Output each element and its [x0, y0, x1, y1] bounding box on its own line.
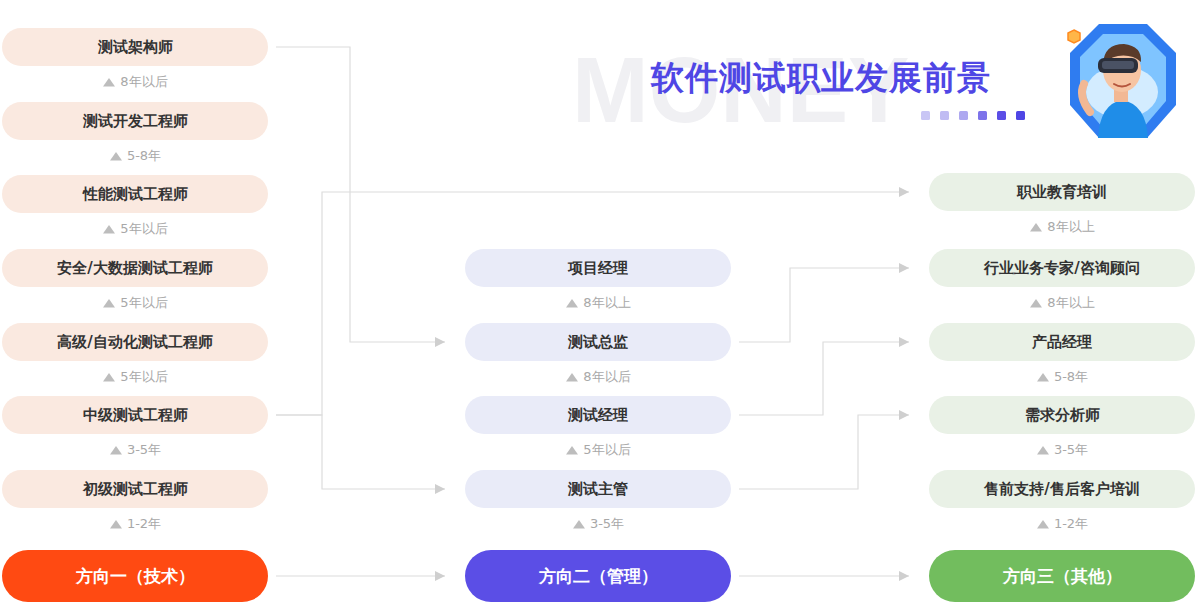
- career-pill: 行业业务专家/咨询顾问8年以上: [929, 249, 1195, 287]
- years-note: 8年以上: [929, 294, 1195, 312]
- role-label: 测试开发工程师: [83, 112, 188, 131]
- triangle-icon: [109, 445, 123, 455]
- years-note: 5年以后: [465, 441, 731, 459]
- triangle-icon: [102, 298, 116, 308]
- career-arrow: [739, 575, 909, 576]
- years-text: 5年以后: [120, 368, 167, 386]
- years-note: 8年以上: [465, 294, 731, 312]
- triangle-icon: [1036, 372, 1050, 382]
- triangle-icon: [1036, 445, 1050, 455]
- triangle-icon: [565, 298, 579, 308]
- career-pill: 测试总监8年以后: [465, 323, 731, 361]
- direction-pill: 方向二（管理）: [465, 550, 731, 602]
- years-note: 3-5年: [465, 515, 731, 533]
- career-pill: 产品经理5-8年: [929, 323, 1195, 361]
- role-label: 售前支持/售后客户培训: [984, 480, 1139, 499]
- role-label: 产品经理: [1032, 333, 1092, 352]
- role-label: 中级测试工程师: [83, 406, 188, 425]
- career-pill: 初级测试工程师1-2年: [2, 470, 268, 508]
- triangle-icon: [1029, 222, 1043, 232]
- direction-pill: 方向三（其他）: [929, 550, 1195, 602]
- years-note: 5年以后: [2, 294, 268, 312]
- triangle-icon: [109, 151, 123, 161]
- career-pill: 需求分析师3-5年: [929, 396, 1195, 434]
- years-text: 8年以后: [120, 73, 167, 91]
- years-note: 3-5年: [2, 441, 268, 459]
- triangle-icon: [1036, 519, 1050, 529]
- years-note: 5-8年: [2, 147, 268, 165]
- career-arrow: [739, 268, 909, 342]
- triangle-icon: [565, 445, 579, 455]
- career-pill: 项目经理8年以上: [465, 249, 731, 287]
- role-label: 测试总监: [568, 333, 628, 352]
- direction-label: 方向一（技术）: [76, 565, 195, 588]
- diagram-title: 软件测试职业发展前景: [651, 56, 991, 101]
- career-pill: 安全/大数据测试工程师5年以后: [2, 249, 268, 287]
- career-arrow: [276, 192, 909, 415]
- years-note: 3-5年: [929, 441, 1195, 459]
- vr-person-illustration: [1068, 24, 1176, 138]
- triangle-icon: [572, 519, 586, 529]
- career-pill: 售前支持/售后客户培训1-2年: [929, 470, 1195, 508]
- years-note: 8年以后: [2, 73, 268, 91]
- triangle-icon: [102, 372, 116, 382]
- years-note: 8年以上: [929, 218, 1195, 236]
- role-label: 测试主管: [568, 480, 628, 499]
- career-pill: 性能测试工程师5年以后: [2, 175, 268, 213]
- role-label: 行业业务专家/咨询顾问: [984, 259, 1139, 278]
- career-pill: 高级/自动化测试工程师5年以后: [2, 323, 268, 361]
- years-text: 3-5年: [590, 515, 624, 533]
- years-note: 5年以后: [2, 368, 268, 386]
- triangle-icon: [1029, 298, 1043, 308]
- role-label: 测试经理: [568, 406, 628, 425]
- years-note: 5年以后: [2, 220, 268, 238]
- triangle-icon: [102, 77, 116, 87]
- years-text: 5年以后: [120, 294, 167, 312]
- career-arrow: [276, 575, 445, 576]
- role-label: 性能测试工程师: [83, 185, 188, 204]
- role-label: 职业教育培训: [1017, 183, 1107, 202]
- role-label: 安全/大数据测试工程师: [57, 259, 212, 278]
- years-text: 5年以后: [120, 220, 167, 238]
- years-text: 1-2年: [127, 515, 161, 533]
- career-arrow: [276, 415, 445, 489]
- role-label: 初级测试工程师: [83, 480, 188, 499]
- years-note: 1-2年: [2, 515, 268, 533]
- years-text: 5-8年: [127, 147, 161, 165]
- career-pill: 测试主管3-5年: [465, 470, 731, 508]
- career-pill: 测试架构师8年以后: [2, 28, 268, 66]
- direction-pill: 方向一（技术）: [2, 550, 268, 602]
- career-pill: 中级测试工程师3-5年: [2, 396, 268, 434]
- career-arrow: [739, 415, 909, 489]
- career-pill: 测试经理5年以后: [465, 396, 731, 434]
- years-note: 8年以后: [465, 368, 731, 386]
- triangle-icon: [109, 519, 123, 529]
- role-label: 高级/自动化测试工程师: [57, 333, 212, 352]
- role-label: 测试架构师: [98, 38, 173, 57]
- triangle-icon: [565, 372, 579, 382]
- years-text: 8年以后: [583, 368, 630, 386]
- years-text: 5-8年: [1054, 368, 1088, 386]
- years-text: 3-5年: [127, 441, 161, 459]
- years-text: 8年以上: [1047, 218, 1094, 236]
- years-text: 3-5年: [1054, 441, 1088, 459]
- years-text: 8年以上: [583, 294, 630, 312]
- years-text: 5年以后: [583, 441, 630, 459]
- triangle-icon: [102, 224, 116, 234]
- role-label: 项目经理: [568, 259, 628, 278]
- role-label: 需求分析师: [1025, 406, 1100, 425]
- career-arrow: [739, 342, 909, 415]
- career-arrow: [276, 47, 445, 342]
- years-note: 1-2年: [929, 515, 1195, 533]
- career-pill: 职业教育培训8年以上: [929, 173, 1195, 211]
- career-pill: 测试开发工程师5-8年: [2, 102, 268, 140]
- years-text: 8年以上: [1047, 294, 1094, 312]
- title-dots: [921, 111, 1025, 120]
- years-text: 1-2年: [1054, 515, 1088, 533]
- years-note: 5-8年: [929, 368, 1195, 386]
- direction-label: 方向三（其他）: [1003, 565, 1122, 588]
- direction-label: 方向二（管理）: [539, 565, 658, 588]
